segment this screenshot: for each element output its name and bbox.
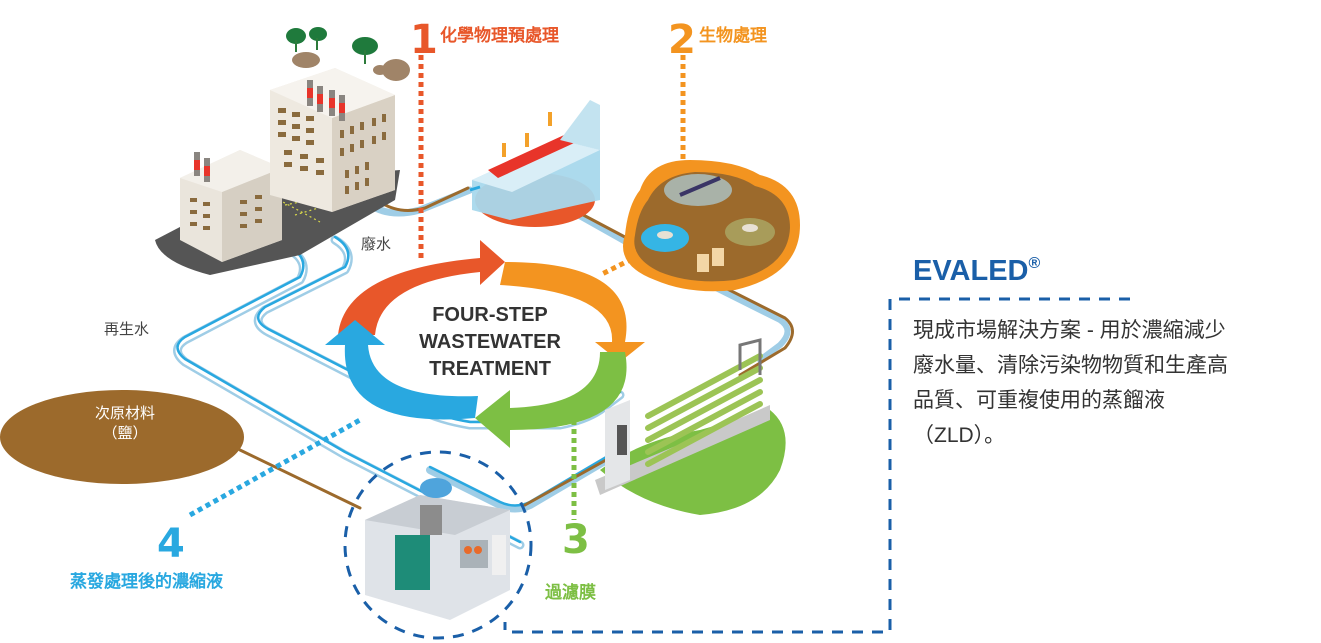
rock-icon [292, 52, 410, 81]
biological-basin-icon [623, 160, 800, 292]
reclaimed-water-label: 再生水 [104, 321, 150, 338]
cycle-title-line3: TREATMENT [429, 358, 551, 380]
step3-number: 3 [562, 517, 590, 563]
step2-number: 2 [668, 17, 696, 63]
byproduct-label: 次原材料 （鹽） [60, 404, 190, 444]
cycle-title-line2: WASTEWATER [419, 331, 561, 353]
step1-title: 化學物理預處理 [440, 26, 559, 45]
tree-icon [286, 27, 378, 64]
cycle-center-title: FOUR-STEP WASTEWATER TREATMENT [395, 302, 585, 383]
evaporator-unit-icon [365, 478, 510, 620]
cycle-arrow-step1 [338, 240, 505, 335]
pretreatment-tank-icon [469, 100, 600, 227]
description-line: （ZLD）。 [913, 424, 1006, 447]
byproduct-line1: 次原材料 [94, 405, 155, 422]
description-line: 現成市場解決方案 - 用於濃縮減少 [913, 319, 1226, 342]
step2-connector-low [598, 252, 642, 278]
evaled-brand-name: EVALED [913, 255, 1029, 287]
step4-title: 蒸發處理後的濃縮液 [70, 572, 223, 591]
step1-number: 1 [410, 17, 438, 63]
step4-number: 4 [157, 521, 185, 567]
step2-title: 生物處理 [699, 26, 767, 45]
wastewater-label: 廢水 [361, 236, 392, 253]
cycle-arrow-step4 [325, 320, 478, 420]
cycle-arrow-step3 [475, 352, 627, 448]
step3-title: 過濾膜 [545, 583, 596, 602]
evaled-callout-border [503, 297, 1130, 634]
description-line: 品質、可重複使用的蒸餾液 [913, 389, 1165, 412]
four-step-cycle [325, 240, 645, 448]
membrane-filter-icon [595, 338, 786, 515]
factory-icon [155, 68, 400, 275]
step4-connector [188, 417, 362, 518]
connector-dots [188, 55, 686, 520]
cycle-title-line1: FOUR-STEP [432, 304, 548, 326]
evaporator-highlight-circle [343, 450, 533, 640]
evaled-brand: EVALED® [913, 255, 1040, 288]
description-line: 廢水量、清除污染物物質和生產高 [913, 354, 1228, 377]
evaled-description: 現成市場解決方案 - 用於濃縮減少 廢水量、清除污染物物質和生產高 品質、可重複… [913, 313, 1303, 453]
byproduct-line2: （鹽） [102, 425, 148, 442]
byproduct-ellipse [0, 390, 244, 484]
cycle-arrow-step2 [500, 262, 645, 362]
registered-mark: ® [1028, 255, 1041, 272]
